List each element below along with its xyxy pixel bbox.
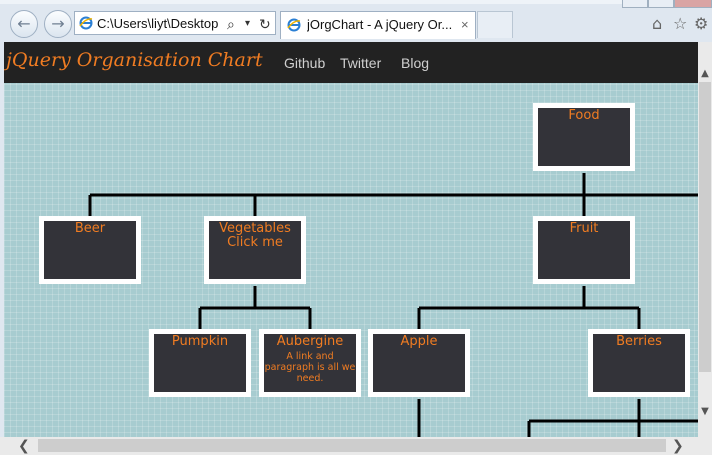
nav-link-twitter[interactable]: Twitter (340, 55, 382, 71)
org-node-pumpkin[interactable]: Pumpkin (149, 329, 251, 397)
forward-arrow-icon: → (51, 14, 65, 33)
minimize-button[interactable] (622, 0, 648, 8)
org-chart-connectors (88, 173, 698, 437)
tab-ie-icon (287, 18, 301, 32)
chrome-top-strip (0, 0, 712, 4)
scroll-right-icon[interactable]: ❯ (672, 438, 684, 454)
refresh-icon[interactable]: ↻ (259, 16, 271, 32)
browser-tab[interactable]: jOrgChart - A jQuery Or... × (280, 11, 476, 39)
ie-page-icon (79, 16, 93, 30)
new-tab-button[interactable] (477, 11, 513, 38)
nav-link-github[interactable]: Github (284, 55, 326, 71)
tab-title: jOrgChart - A jQuery Or... (307, 17, 453, 32)
node-paragraph[interactable]: A link and paragraph is all we need. (264, 351, 356, 384)
scroll-down-icon[interactable]: ▼ (701, 406, 709, 417)
vertical-scroll-thumb[interactable] (699, 82, 711, 372)
org-node-beer[interactable]: Beer (39, 216, 141, 284)
org-node-aubergine[interactable]: Aubergine A link and paragraph is all we … (259, 329, 361, 397)
window-controls (616, 0, 712, 8)
page-viewport: jQuery Organisation Chart Github Twitter… (4, 42, 698, 437)
node-label: Vegetables Click me (219, 221, 291, 250)
address-dropdown-icon[interactable]: ▾ (245, 18, 251, 29)
node-label: Beer (74, 221, 106, 236)
settings-gear-icon[interactable]: ⚙ (694, 14, 709, 33)
node-label: Berries (616, 334, 662, 349)
brand-title[interactable]: jQuery Organisation Chart (6, 49, 263, 71)
scroll-up-icon[interactable]: ▲ (701, 68, 709, 79)
tab-close-icon[interactable]: × (461, 17, 469, 32)
favorites-star-icon[interactable]: ☆ (673, 14, 688, 33)
node-label: Pumpkin (171, 334, 229, 349)
site-navbar: jQuery Organisation Chart Github Twitter… (4, 42, 698, 83)
maximize-button[interactable] (648, 0, 674, 8)
browser-chrome: ← → C:\Users\liyt\Desktop ⌕ ▾ ↻ jOrgChar… (0, 0, 712, 43)
nav-link-blog[interactable]: Blog (401, 55, 430, 71)
scroll-left-icon[interactable]: ❮ (18, 438, 30, 454)
search-icon[interactable]: ⌕ (227, 16, 235, 32)
window-left-edge (0, 42, 4, 437)
forward-button[interactable]: → (44, 10, 72, 38)
org-node-berries[interactable]: Berries (588, 329, 690, 397)
org-node-apple[interactable]: Apple (368, 329, 470, 397)
address-bar[interactable]: C:\Users\liyt\Desktop ⌕ ▾ ↻ (74, 11, 276, 35)
horizontal-scrollbar[interactable]: ❮ ❯ (0, 437, 712, 455)
node-label: Food (568, 108, 600, 123)
org-chart: Food Beer Vegetables Click me Fruit Pump… (4, 83, 698, 437)
org-node-vegetables[interactable]: Vegetables Click me (204, 216, 306, 284)
node-label: Fruit (569, 221, 599, 236)
horizontal-scroll-thumb[interactable] (38, 439, 666, 452)
close-window-button[interactable] (674, 0, 712, 8)
org-node-food[interactable]: Food (533, 103, 635, 171)
org-node-fruit[interactable]: Fruit (533, 216, 635, 284)
back-arrow-icon: ← (17, 14, 31, 33)
home-icon[interactable]: ⌂ (652, 14, 663, 33)
address-text[interactable]: C:\Users\liyt\Desktop (97, 16, 219, 31)
node-label: Apple (400, 334, 438, 349)
back-button[interactable]: ← (10, 10, 38, 38)
node-label: Aubergine (276, 334, 344, 349)
vertical-scrollbar[interactable]: ▲ ▼ (698, 42, 712, 437)
